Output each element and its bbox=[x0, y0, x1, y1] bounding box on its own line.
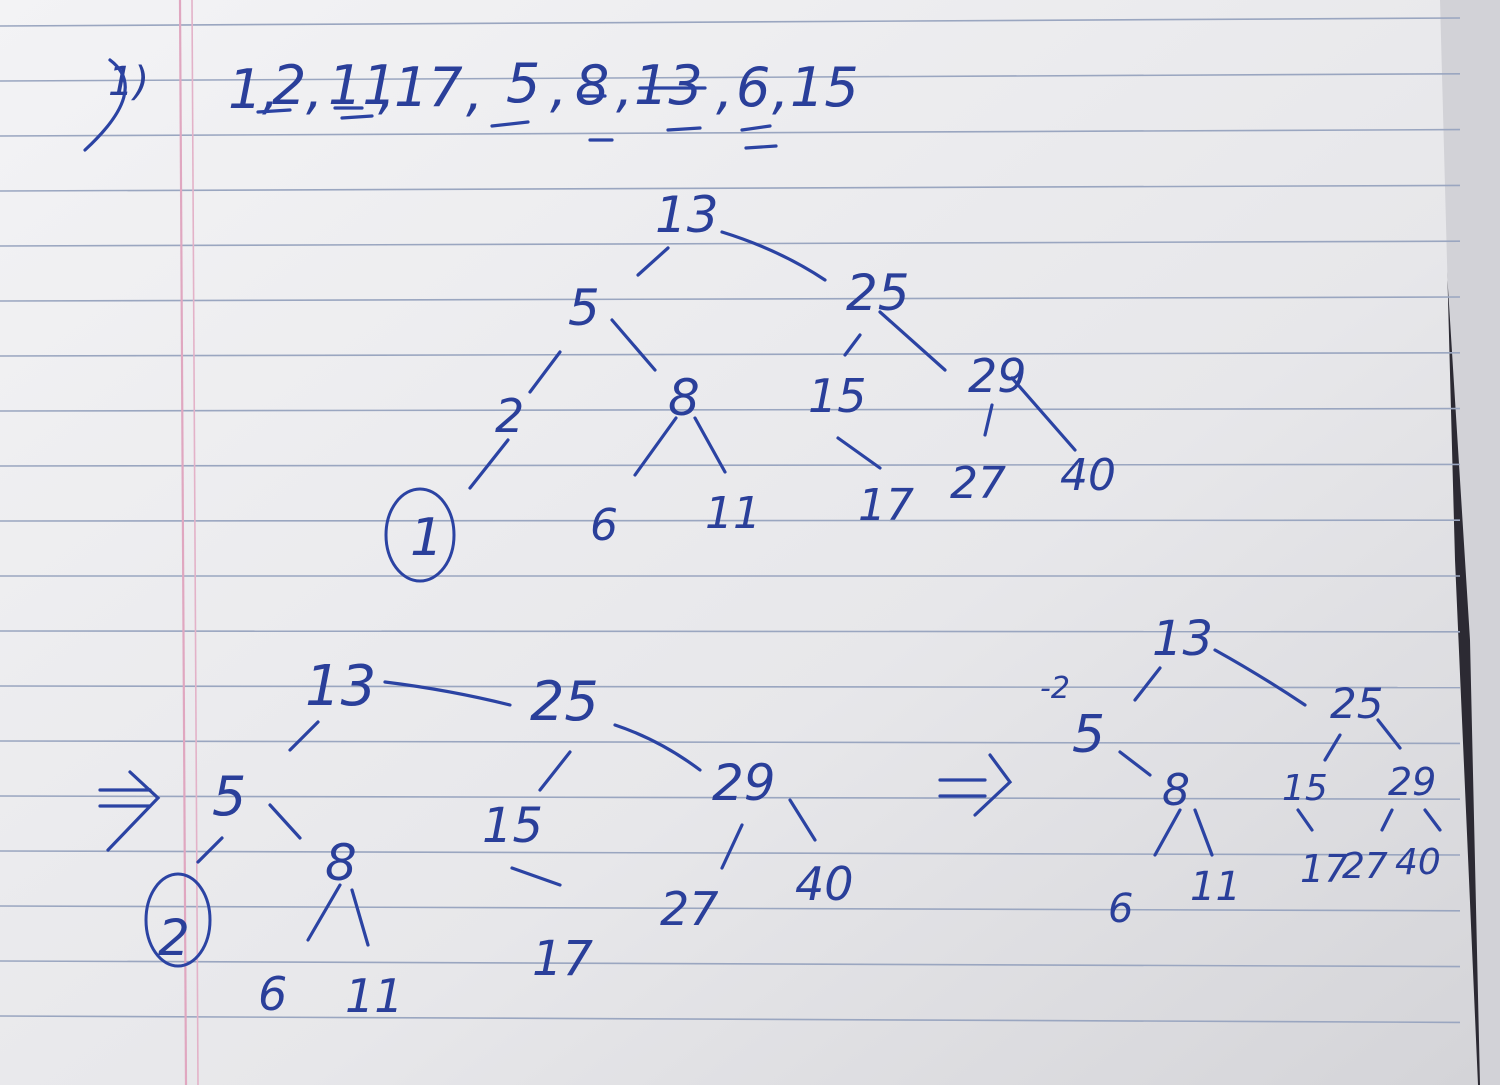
bracket-stroke bbox=[83, 58, 127, 152]
tree-1-node: 6 bbox=[590, 500, 618, 551]
svg-text:,: , bbox=[716, 58, 733, 121]
tree-3-node: 5 bbox=[1072, 705, 1105, 765]
circled-node: 2 bbox=[158, 909, 190, 967]
tree-1: 13 5 25 2 8 15 29 1 6 11 17 27 40 bbox=[384, 186, 1116, 583]
tree-2-node: 17 bbox=[532, 931, 594, 987]
sequence-item: 1 bbox=[228, 58, 262, 121]
ruled-line bbox=[0, 128, 1461, 137]
margin-line-left bbox=[178, 0, 188, 1085]
ruled-line bbox=[0, 351, 1461, 357]
tree-3-node: 29 bbox=[1388, 760, 1436, 804]
tree-2-node: 8 bbox=[325, 834, 357, 892]
ruled-line bbox=[0, 519, 1461, 522]
tree-3-node: 6 bbox=[1108, 886, 1133, 932]
tree-2: 13 25 5 15 29 8 17 27 40 6 11 2 bbox=[144, 654, 854, 1023]
svg-text:,: , bbox=[550, 56, 567, 119]
tree-2-node: 27 bbox=[660, 882, 719, 936]
tree-2-node: 40 bbox=[795, 857, 854, 911]
tree-2-node: 5 bbox=[212, 765, 246, 828]
svg-text:,: , bbox=[306, 58, 323, 121]
circled-node-marker bbox=[384, 487, 456, 583]
ruled-line bbox=[0, 960, 1461, 968]
tree-3-node: 8 bbox=[1162, 765, 1190, 816]
svg-text:,: , bbox=[772, 58, 789, 121]
page-stack-edge bbox=[1430, 0, 1500, 1085]
ruled-line bbox=[0, 240, 1461, 247]
header-underlines bbox=[83, 58, 778, 152]
sequence-item: 8 bbox=[575, 54, 609, 117]
margin-line-right bbox=[191, 0, 199, 1085]
svg-text:,: , bbox=[466, 60, 483, 123]
ruled-line bbox=[0, 1015, 1461, 1024]
tree-3-node: 40 bbox=[1395, 842, 1441, 883]
svg-text:,: , bbox=[616, 56, 633, 119]
tree-1-node: 1 bbox=[410, 508, 443, 568]
tree-2-node: 11 bbox=[345, 969, 404, 1023]
ruled-line bbox=[0, 740, 1461, 745]
sequence-item: 15 bbox=[790, 56, 859, 119]
tree-2-edges bbox=[98, 680, 817, 947]
svg-text:,: , bbox=[378, 58, 395, 121]
tree-3-node: 15 bbox=[1282, 768, 1328, 809]
tree-2-node: 6 bbox=[258, 967, 287, 1021]
sequence-item: 6 bbox=[736, 56, 770, 119]
ruled-line bbox=[0, 795, 1461, 801]
tree-2-node: 15 bbox=[482, 798, 543, 854]
tree-1-node: 11 bbox=[705, 488, 761, 539]
ruled-line bbox=[0, 73, 1461, 82]
ruled-line bbox=[0, 905, 1461, 912]
ruled-line bbox=[0, 463, 1461, 467]
sequence-item: 2 bbox=[272, 54, 306, 117]
problem-number: 1) bbox=[108, 59, 149, 105]
tree-2-node: 29 bbox=[712, 754, 776, 812]
sequence-item: 5 bbox=[506, 52, 540, 115]
tree-1-node: 13 bbox=[655, 186, 719, 244]
tree-1-node: 15 bbox=[808, 369, 867, 423]
tree-1-node: 17 bbox=[858, 480, 914, 531]
tree-1-node: 2 bbox=[495, 389, 524, 443]
ruled-lines bbox=[0, 17, 1461, 1024]
ruled-line bbox=[0, 630, 1461, 633]
ruled-line bbox=[0, 17, 1461, 27]
tree-3-node: 27 bbox=[1342, 846, 1388, 887]
tree-1-node: 40 bbox=[1060, 450, 1116, 501]
tree-2-node: 13 bbox=[305, 654, 376, 719]
tree-1-node: 29 bbox=[968, 349, 1027, 403]
tree-3-node: 13 bbox=[1152, 611, 1213, 667]
sequence-item: 13 bbox=[634, 54, 703, 117]
svg-text:,: , bbox=[262, 58, 279, 121]
tree-3: -2 13 5 25 8 15 29 6 11 17 27 40 bbox=[1040, 611, 1441, 932]
ruled-line bbox=[0, 296, 1461, 302]
tree-3-node: 17 bbox=[1300, 847, 1348, 891]
tree-3-node: 25 bbox=[1330, 679, 1383, 728]
tree-1-node: 5 bbox=[568, 279, 600, 337]
tree-3-edges bbox=[938, 648, 1442, 857]
ruled-line bbox=[0, 184, 1461, 192]
tree-3-annotation: -2 bbox=[1040, 671, 1070, 706]
ruled-line bbox=[0, 685, 1461, 689]
sequence-item: 17 bbox=[394, 56, 463, 119]
tree-3-node: 11 bbox=[1190, 864, 1241, 910]
tree-1-node: 8 bbox=[668, 369, 700, 427]
ruled-line bbox=[0, 407, 1461, 412]
tree-1-edges bbox=[468, 230, 1077, 490]
tree-2-node: 25 bbox=[530, 670, 599, 733]
tree-1-node: 25 bbox=[846, 264, 910, 322]
tree-1-node: 27 bbox=[950, 458, 1006, 509]
circled-node-marker bbox=[144, 872, 212, 968]
